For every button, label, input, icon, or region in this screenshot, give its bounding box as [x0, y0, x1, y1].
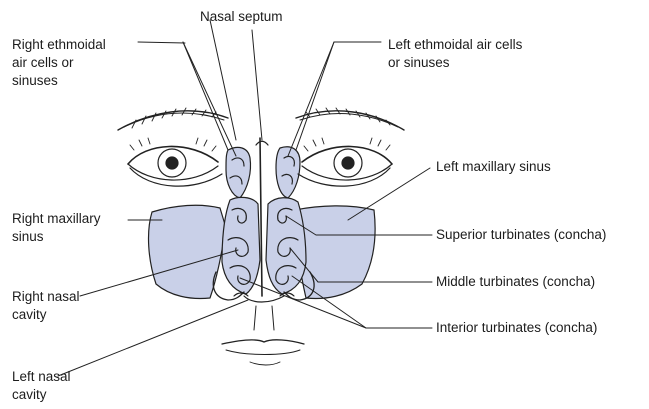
right-maxillary-sinus-shape: [149, 205, 226, 298]
interior-turbinates-label: Interior turbinates (concha): [436, 319, 597, 337]
right-maxillary-sinus-label: Right maxillary sinus: [12, 210, 101, 246]
right-maxillary-label-line-1: Right maxillary: [12, 210, 101, 228]
right-nasal-cavity-shape: [222, 197, 260, 294]
left-ethmoidal-label-line-2: or sinuses: [388, 54, 522, 72]
left-nasal-cavity-label: Left nasal cavity: [12, 368, 71, 404]
middle-turbinates-label: Middle turbinates (concha): [436, 273, 595, 291]
nasal-septum-label: Nasal septum: [200, 8, 283, 26]
left-nasal-cavity-label-line-2: cavity: [12, 386, 71, 404]
left-nasal-cavity-shape: [266, 198, 306, 294]
right-ethmoidal-label-line-3: sinuses: [12, 72, 106, 90]
left-ethmoid-shape: [276, 147, 300, 198]
left-eye: [298, 138, 392, 186]
left-ethmoidal-label-line-1: Left ethmoidal air cells: [388, 36, 522, 54]
left-nasal-cavity-label-line-1: Left nasal: [12, 368, 71, 386]
left-ethmoidal-label: Left ethmoidal air cells or sinuses: [388, 36, 522, 72]
right-nasal-cavity-label: Right nasal cavity: [12, 288, 80, 324]
left-maxillary-sinus-shape: [295, 206, 375, 299]
right-ethmoidal-label-line-2: air cells or: [12, 54, 106, 72]
right-eye: [128, 138, 222, 186]
right-nasal-cavity-label-line-1: Right nasal: [12, 288, 80, 306]
right-ethmoidal-label: Right ethmoidal air cells or sinuses: [12, 36, 106, 90]
left-maxillary-sinus-label: Left maxillary sinus: [436, 158, 551, 176]
superior-turbinates-label: Superior turbinates (concha): [436, 226, 606, 244]
right-nasal-cavity-label-line-2: cavity: [12, 306, 80, 324]
right-maxillary-label-line-2: sinus: [12, 228, 101, 246]
mouth: [254, 306, 274, 330]
right-ethmoid-shape: [226, 147, 251, 198]
right-ethmoidal-label-line-1: Right ethmoidal: [12, 36, 106, 54]
